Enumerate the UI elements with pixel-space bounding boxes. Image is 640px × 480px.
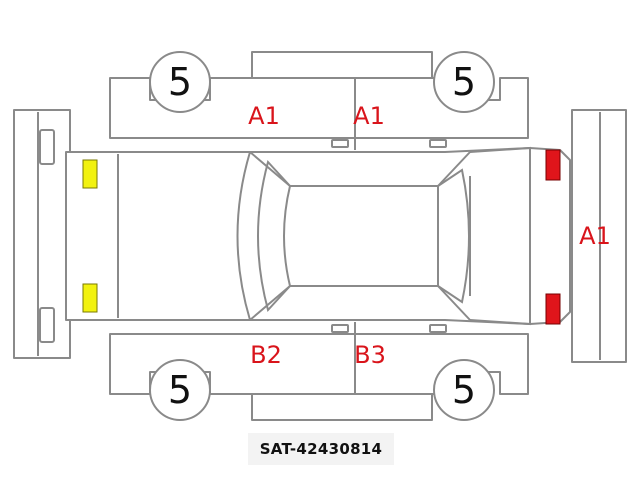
stock-number: SAT-42430814 xyxy=(259,440,383,458)
right-side-profile xyxy=(109,322,529,421)
damage-label-rear-panel: A1 xyxy=(579,222,611,250)
tyre-front-left-value: 5 xyxy=(168,60,192,104)
tyre-rear-right: 5 xyxy=(433,359,495,421)
front-marker-bottom xyxy=(82,283,98,313)
rear-bumper xyxy=(571,109,627,363)
tyre-rear-right-value: 5 xyxy=(452,368,476,412)
tyre-rear-left-value: 5 xyxy=(452,60,476,104)
damage-label-left-rear-door: A1 xyxy=(353,102,385,130)
tyre-front-right: 5 xyxy=(149,359,211,421)
damage-label-right-front-door: B2 xyxy=(250,341,282,369)
rear-marker-bottom xyxy=(545,293,561,325)
front-marker-top xyxy=(82,159,98,189)
caption-box: SAT-42430814 xyxy=(248,433,394,465)
tyre-front-left: 5 xyxy=(149,51,211,113)
front-bumper xyxy=(13,109,71,359)
rear-marker-top xyxy=(545,149,561,181)
damage-label-right-rear-door: B3 xyxy=(354,341,386,369)
left-side-profile xyxy=(109,51,529,150)
tyre-rear-left: 5 xyxy=(433,51,495,113)
car-top-view xyxy=(65,146,571,326)
tyre-front-right-value: 5 xyxy=(168,368,192,412)
damage-label-left-front-door: A1 xyxy=(248,102,280,130)
